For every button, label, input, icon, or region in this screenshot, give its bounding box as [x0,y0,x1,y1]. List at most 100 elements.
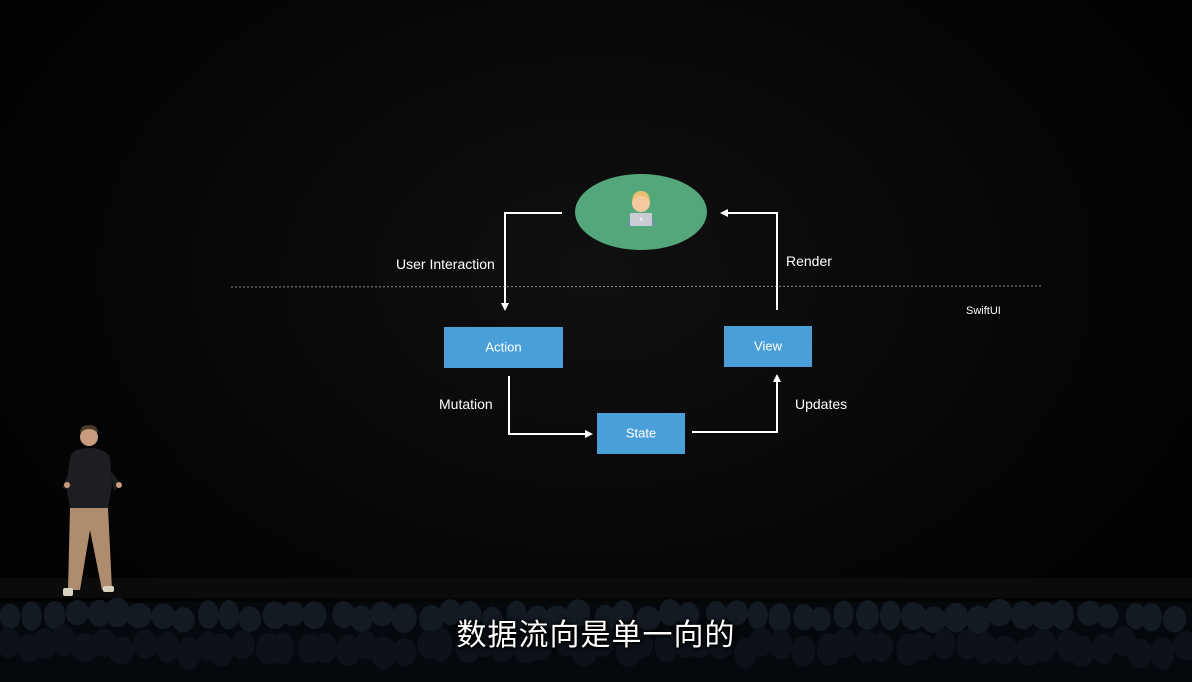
audience-head [654,628,679,663]
audience-head [635,606,661,632]
audience-head [1092,633,1115,665]
view-label: View [754,338,783,353]
layer-divider [230,285,1044,288]
audience-head [133,629,158,659]
audience-head [391,603,417,634]
mutation-arrow [508,376,593,438]
state-label: State [626,425,656,440]
render-arrow [720,209,778,310]
audience-head [439,599,462,626]
audience-head [749,627,773,658]
updates-label: Updates [795,396,847,412]
audience-head [792,604,815,631]
swiftui-layer-label: SwiftUI [966,305,1001,317]
audience-head [1127,638,1153,669]
audience-head [0,603,21,630]
audience-head [527,632,553,661]
audience-head [1068,635,1095,667]
audience-head [332,601,355,629]
audience-head [1096,604,1119,629]
audience-head [1125,602,1146,630]
audience-head [151,603,176,630]
audience-head [879,600,901,631]
audience-head [659,598,681,626]
audience-head [230,630,255,660]
audience-head [428,627,453,662]
audience-head [921,606,947,633]
audience-head [104,597,131,628]
audience-head [271,632,295,665]
audience-head [1140,603,1163,632]
audience-head [831,628,858,659]
audience-head [588,623,616,658]
audience-head [868,632,894,662]
audience-head [350,605,373,633]
audience-head [833,600,854,629]
audience-head [627,630,654,659]
audience-head [176,636,202,671]
audience-head [70,633,99,663]
audience-head [1077,600,1102,626]
audience-head [932,628,955,660]
audience-head [238,606,262,632]
audience-head [768,603,791,633]
audience-head [907,632,935,661]
presenter [62,425,122,596]
audience-head [65,599,89,626]
view-box [724,326,812,367]
audience-head [769,629,793,660]
audience-head [369,601,395,627]
audience-head [708,627,734,660]
subtitle-caption: 数据流向是单一向的 [456,618,736,653]
audience-head [705,601,727,626]
audience-head [1051,599,1074,630]
action-label: Action [485,339,521,354]
render-label: Render [786,253,832,269]
audience-head [87,599,112,627]
audience-head [52,624,75,657]
audience-head [943,602,969,633]
audience-head [489,632,516,662]
audience-head [566,599,591,628]
audience [0,597,1192,682]
updates-arrow [692,374,781,433]
audience-head [900,601,927,631]
audience-head [810,606,831,632]
audience-head [0,627,21,658]
audience-head [218,600,240,630]
audience-head [613,600,634,625]
audience-head [986,598,1013,627]
audience-head [973,631,996,665]
audience-head [262,601,288,630]
audience-head [457,600,482,630]
audience-head [506,600,527,631]
audience-head [370,636,398,670]
audience-head [208,633,235,668]
audience-head [392,637,417,667]
audience-head [747,601,768,630]
audience-head [197,600,219,629]
audience-head [1150,637,1175,670]
audience-head [544,605,570,632]
audience-head [1029,629,1057,662]
audience-head [1031,601,1057,630]
audience-head [155,631,180,663]
audience-head [126,602,152,629]
audience-head [688,628,712,659]
audience-head [966,605,991,635]
user-interaction-arrow [501,212,562,311]
audience-head [335,634,361,666]
audience-head [21,601,42,631]
mutation-label: Mutation [439,396,493,412]
audience-head [482,606,503,633]
audience-head [956,628,979,660]
audience-head [1162,606,1187,633]
action-box [444,327,563,368]
stage-floor [0,578,1192,598]
audience-head [990,635,1018,665]
user-interaction-label: User Interaction [396,256,495,272]
audience-head [32,627,58,660]
audience-head [419,604,444,633]
person-with-laptop-icon [628,191,654,226]
